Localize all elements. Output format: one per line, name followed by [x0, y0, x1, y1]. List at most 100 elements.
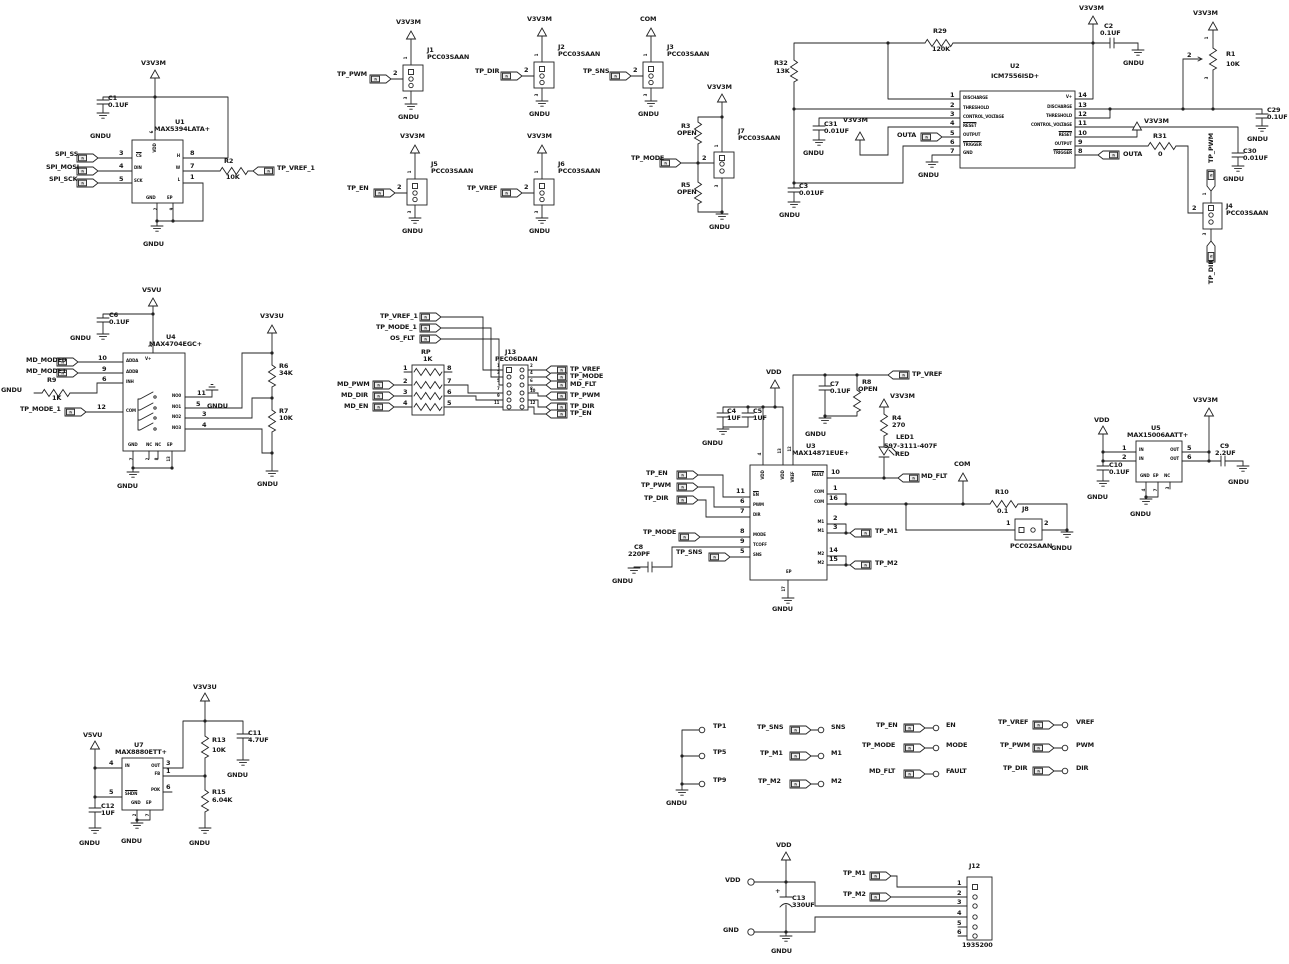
- label-10k-343: 10K: [212, 746, 226, 754]
- label-mode-377: MODE: [946, 741, 968, 749]
- label-pcc03saan-51: PCC03SAAN: [431, 167, 474, 175]
- label-pwm-383: PWM: [1076, 741, 1094, 749]
- label-v3v3m-61: V3V3M: [707, 83, 732, 91]
- label-r31-113: R31: [1153, 132, 1167, 140]
- svg-text:IN: IN: [713, 555, 717, 559]
- label-nc-190: NC: [146, 442, 152, 447]
- label-c2-99: C2: [1104, 22, 1113, 30]
- label-gndu-322: GNDU: [1228, 478, 1249, 486]
- svg-text:IN: IN: [864, 563, 868, 567]
- label-r7-176: R7: [279, 407, 289, 415]
- label-v3v3m-55: V3V3M: [527, 132, 552, 140]
- label-md-flt-255: MD_FLT: [921, 472, 948, 480]
- label-2-2uf-321: 2.2UF: [1215, 449, 1236, 457]
- label-0-1uf-107: 0.1UF: [1267, 113, 1288, 121]
- label-1k-162: 1K: [52, 394, 62, 402]
- svg-text:IN: IN: [1209, 173, 1213, 177]
- label-tp-en-266: TP_EN: [646, 469, 668, 477]
- label-gndu-36: GNDU: [398, 113, 419, 121]
- label-ep-329: EP: [1153, 473, 1159, 478]
- in-flag-39: IN: [789, 751, 812, 761]
- label-tp-dir-384: TP_DIR: [1003, 764, 1028, 772]
- label-2-210: 2: [403, 377, 408, 385]
- label-3-172: 3: [202, 410, 207, 418]
- label-8-132: 8: [1078, 147, 1083, 155]
- label-3-285: 3: [833, 523, 838, 531]
- label-fault-294: FAULT: [811, 472, 825, 477]
- svg-text:IN: IN: [560, 394, 564, 398]
- in-flag-32: IN: [678, 532, 701, 542]
- wires-rp-j13: [393, 316, 547, 415]
- label-spi-sck-8: SPI_SCK: [49, 175, 78, 183]
- label-gndu-179: GNDU: [257, 480, 278, 488]
- label-tp-vref-246: TP_VREF: [912, 370, 943, 378]
- label-r10-257: R10: [995, 488, 1009, 496]
- label-2-362: 2: [132, 813, 137, 817]
- in-flag-38: IN: [789, 725, 812, 735]
- label-com-296: COM: [814, 499, 824, 504]
- label-tp-mode-1-164: TP_MODE_1: [20, 405, 61, 413]
- label-tp-m1-370: TP_M1: [760, 749, 783, 757]
- label-12-168: 12: [97, 403, 106, 411]
- label-vdd-386: VDD: [776, 841, 792, 849]
- label-11-222: 11: [494, 400, 500, 405]
- resistor-symbols: [41, 39, 1217, 813]
- label-h-22: H: [176, 153, 180, 158]
- svg-text:IN: IN: [794, 754, 798, 758]
- label-2-118: 2: [1192, 204, 1197, 212]
- label-tp-pwm-267: TP_PWM: [641, 481, 671, 489]
- label-fb-358: FB: [154, 771, 161, 776]
- label-gnd-388: GND: [723, 926, 739, 934]
- label-j2-38: J2: [558, 43, 565, 51]
- label-1-217: 1: [497, 363, 500, 368]
- svg-text:IN: IN: [912, 476, 916, 480]
- label-4-7uf-345: 4.7UF: [248, 736, 269, 744]
- label-discharge-141: DISCHARGE: [1047, 104, 1072, 109]
- label-m2-299: M2: [817, 551, 825, 556]
- label-dir-385: DIR: [1076, 764, 1089, 772]
- in-flag-17: IN: [419, 312, 442, 322]
- label-r1-103: R1: [1226, 50, 1236, 58]
- wiper-arrow-r1: [1197, 56, 1203, 62]
- label-r2-15: R2: [224, 157, 234, 165]
- label-13-303: 13: [777, 448, 782, 454]
- label-u5-310: U5: [1151, 424, 1161, 432]
- label-13-127: 13: [1078, 101, 1087, 109]
- label-j6-56: J6: [558, 160, 565, 168]
- label-v3v3m-31: V3V3M: [396, 18, 421, 26]
- svg-text:IN: IN: [614, 74, 618, 78]
- label-red-252: RED: [895, 450, 910, 458]
- label-gndu-314: GNDU: [1087, 493, 1108, 501]
- svg-text:IN: IN: [1037, 746, 1041, 750]
- in-flag-24: IN: [545, 372, 568, 382]
- label-0-1uf-2: 0.1UF: [108, 101, 129, 109]
- svg-text:IN: IN: [560, 405, 564, 409]
- label-trigger-138: TRIGGER: [963, 142, 982, 147]
- label-1-194: 1: [148, 344, 153, 348]
- label-inh-183: INH: [126, 379, 134, 384]
- label-13-198: 13: [166, 456, 171, 462]
- svg-text:IN: IN: [908, 746, 912, 750]
- label-c13-389: C13: [792, 894, 806, 902]
- in-flag-44: IN: [1032, 720, 1055, 730]
- label-r4-248: R4: [892, 414, 902, 422]
- label-pcc03saan-57: PCC03SAAN: [558, 167, 601, 175]
- label-8-12: 8: [190, 149, 195, 157]
- svg-text:IN: IN: [664, 161, 668, 165]
- label-tp5-365: TP5: [713, 748, 727, 756]
- label-4-400: 4: [957, 909, 962, 917]
- label-gndu-54: GNDU: [402, 227, 423, 235]
- label-10k-177: 10K: [279, 414, 293, 422]
- label-pcc03saan-45: PCC03SAAN: [667, 50, 710, 58]
- label-14-126: 14: [1078, 91, 1087, 99]
- label-1uf-239: 1UF: [753, 414, 767, 422]
- in-flag-28: IN: [545, 409, 568, 419]
- label-u4-157: U4: [166, 333, 176, 341]
- label-8-226: 8: [530, 386, 533, 391]
- label-0-114: 0: [1158, 150, 1163, 158]
- label-v3v3u-334: V3V3U: [193, 683, 217, 691]
- junction-dots: [93, 41, 1215, 934]
- label-7-195: 7: [129, 457, 134, 461]
- in-flag-10: IN: [920, 132, 943, 142]
